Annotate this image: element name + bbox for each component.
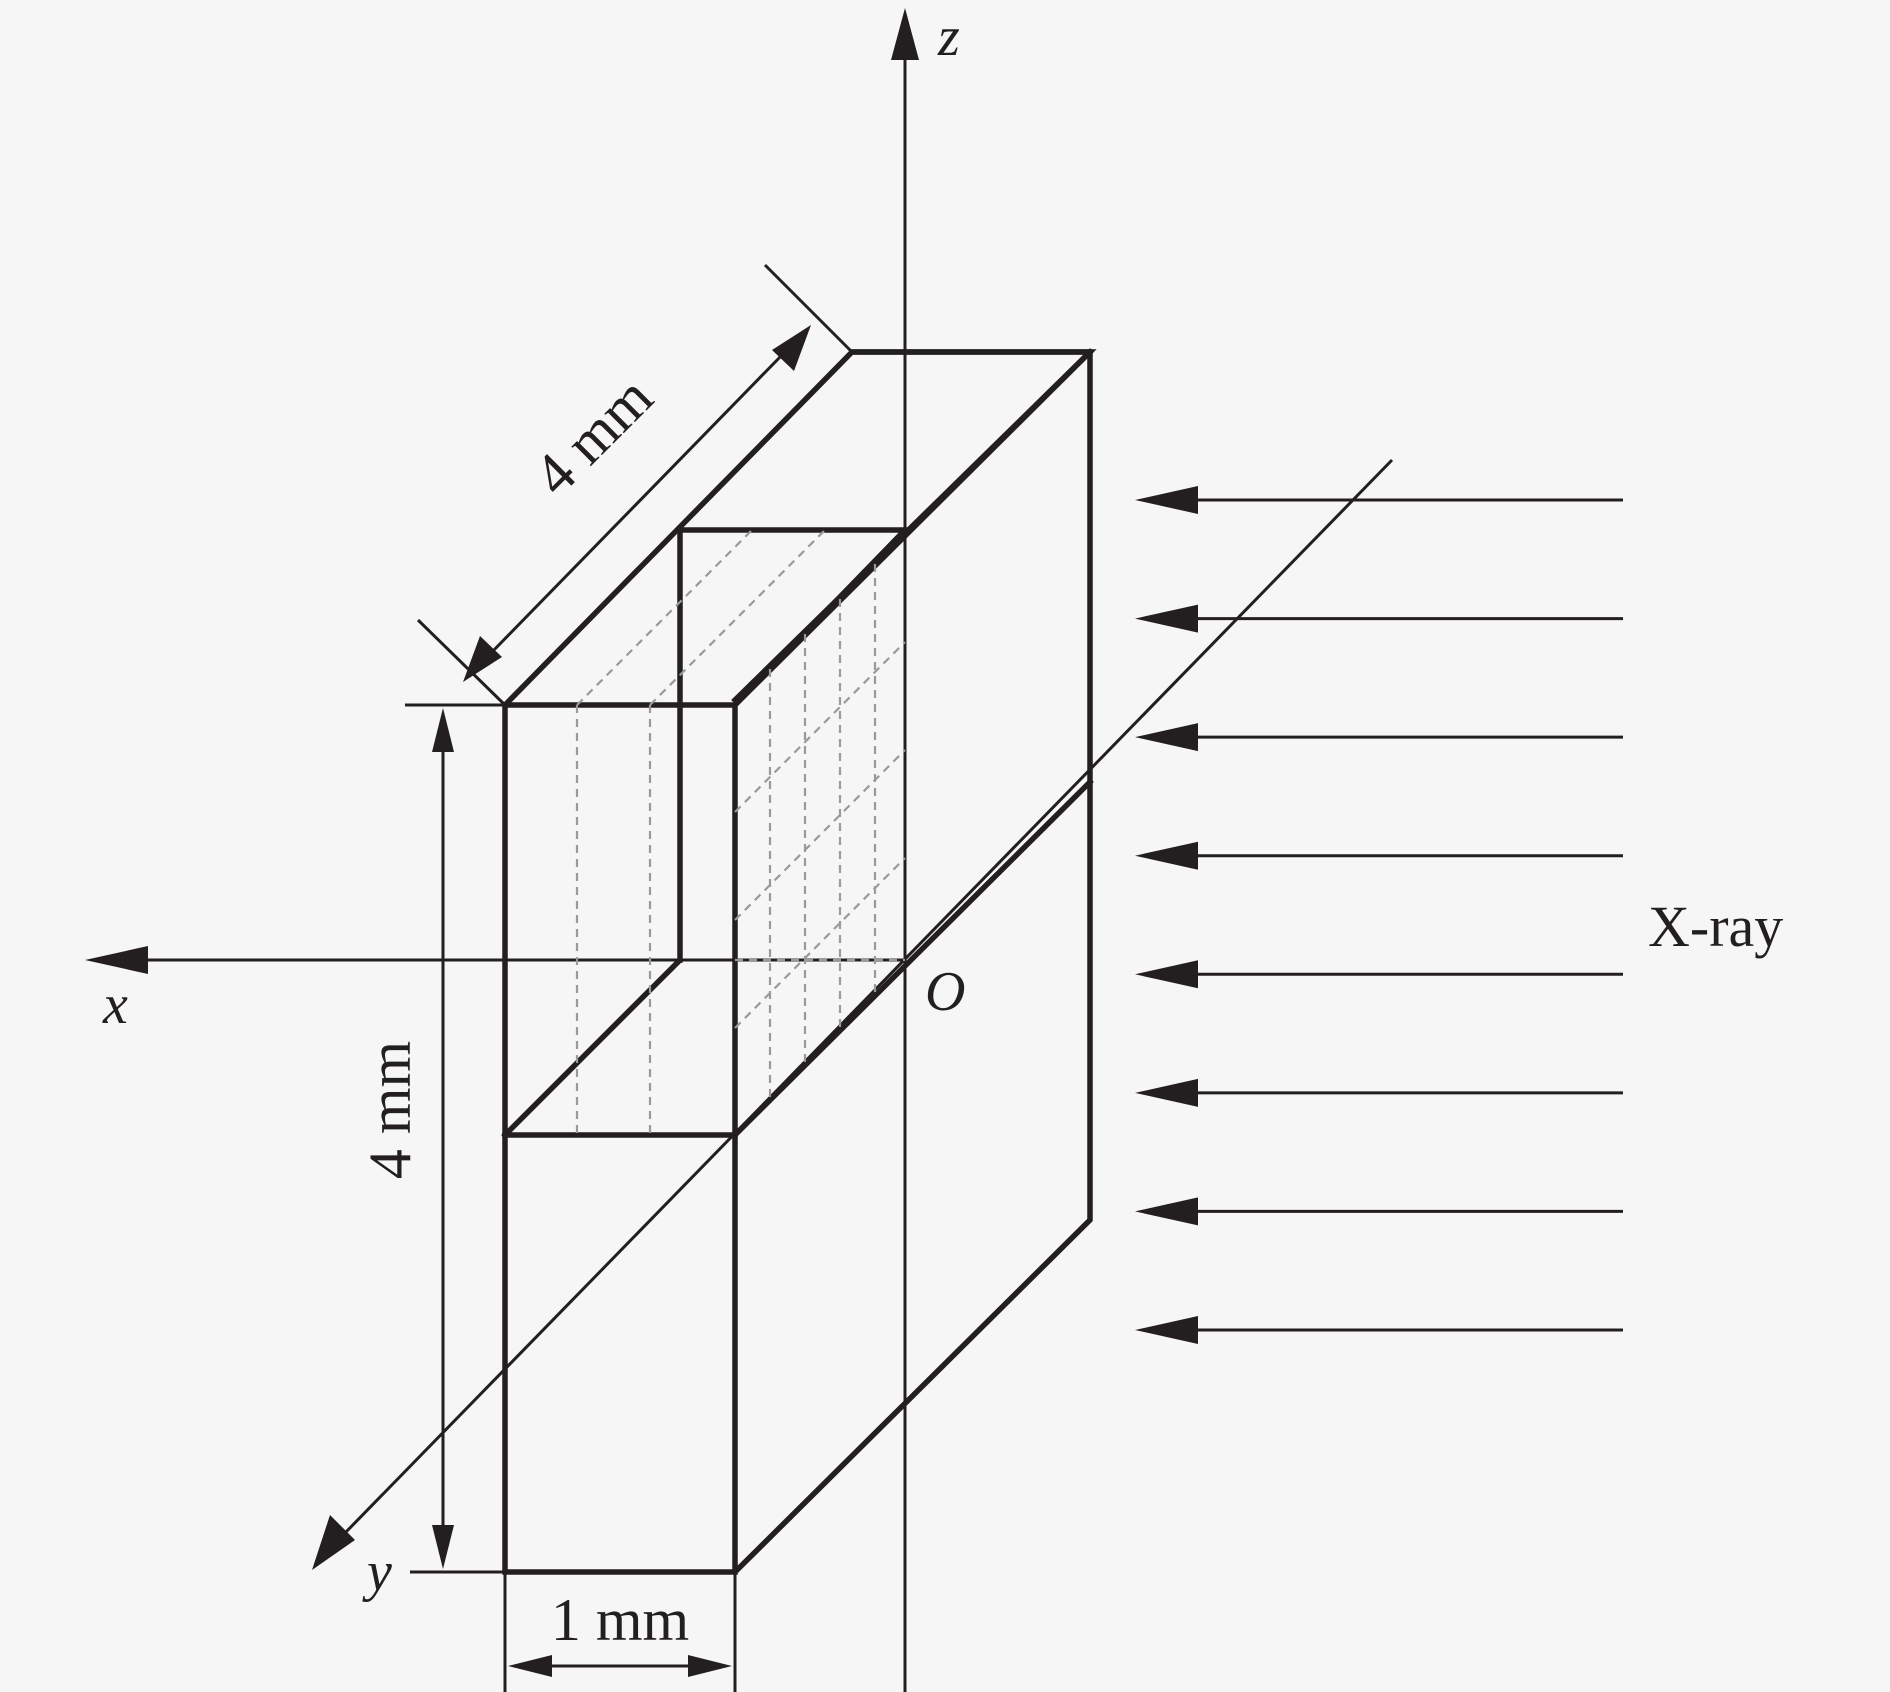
depth-label: 4 mm — [521, 364, 665, 508]
height-label: 4 mm — [357, 1041, 423, 1179]
xray-arrowhead — [1135, 1078, 1198, 1107]
xray-arrow — [1135, 723, 1623, 752]
xray-arrowhead — [1135, 604, 1198, 633]
voxel-grid — [575, 529, 906, 1135]
sample-bottom-diagonal — [731, 778, 1094, 1139]
width-arrowhead-left — [508, 1655, 552, 1677]
xray-arrow — [1135, 604, 1623, 633]
sample-block — [501, 349, 1097, 1575]
sample-front-face — [502, 702, 738, 1575]
depth-dimension: 4 mm — [416, 263, 854, 707]
origin-label: O — [925, 961, 965, 1023]
xray-arrow — [1135, 1197, 1623, 1226]
width-dimension: 1 mm — [503, 1572, 737, 1692]
z-axis — [891, 8, 919, 1692]
y-axis-label: y — [362, 1541, 392, 1603]
height-dimension: 4 mm — [357, 703, 505, 1574]
x-axis-label: x — [102, 974, 128, 1036]
x-axis — [85, 946, 905, 974]
xray-arrowhead — [1135, 1197, 1198, 1226]
xray-arrowhead — [1135, 723, 1198, 752]
xray-beam — [1135, 486, 1623, 1344]
xray-arrow — [1135, 486, 1623, 514]
width-arrowhead-right — [688, 1655, 732, 1677]
depth-arrowhead-end — [772, 325, 811, 371]
xray-arrow — [1135, 1078, 1623, 1107]
height-arrowhead-bottom — [432, 1525, 454, 1569]
xray-arrow — [1135, 1316, 1623, 1344]
xray-arrowhead — [1135, 960, 1198, 989]
y-axis — [312, 458, 1394, 1570]
xray-arrow — [1135, 841, 1623, 870]
depth-arrowhead-start — [463, 636, 502, 682]
xray-arrowhead — [1135, 486, 1198, 514]
x-axis-arrowhead — [85, 946, 148, 974]
height-arrowhead-top — [432, 708, 454, 752]
xray-label: X-ray — [1648, 894, 1783, 959]
xray-arrowhead — [1135, 841, 1198, 870]
y-axis-arrowhead — [312, 1515, 355, 1570]
xray-arrow — [1135, 960, 1623, 989]
width-label: 1 mm — [551, 1587, 689, 1653]
xray-arrowhead — [1135, 1316, 1198, 1344]
z-axis-label: z — [937, 6, 960, 68]
z-axis-arrowhead — [891, 8, 919, 60]
